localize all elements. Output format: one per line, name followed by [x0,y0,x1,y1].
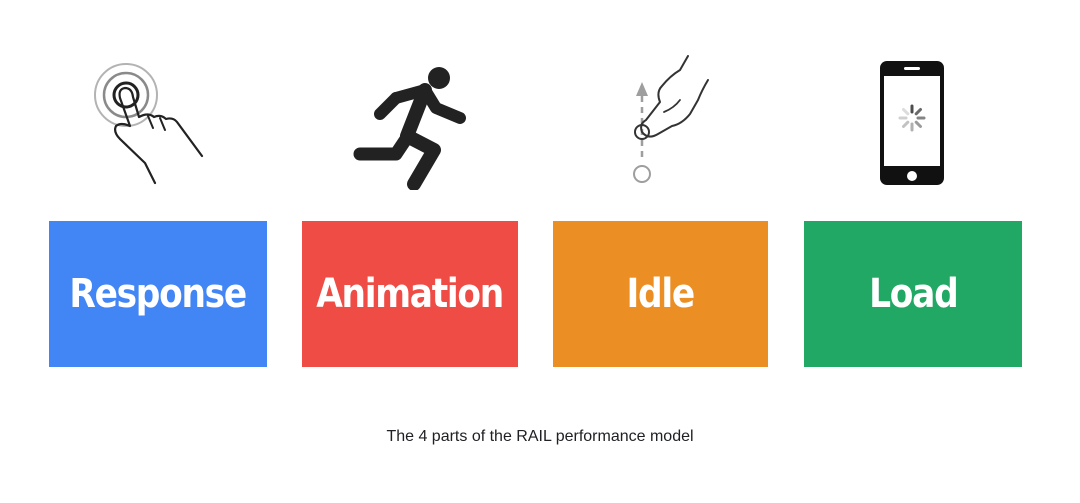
running-person-icon [353,67,466,190]
phone-loading-icon [880,61,944,185]
tile-label: Response [69,271,248,317]
tile-idle: Idle [553,221,768,367]
tile-response: Response [49,221,267,367]
touch-icon [94,63,204,185]
tile-label: Load [868,271,959,317]
tile-animation: Animation [302,221,518,367]
tile-label: Animation [316,271,505,317]
figure-caption: The 4 parts of the RAIL performance mode… [386,428,694,445]
swipe-gesture-icon [633,55,709,183]
tile-load: Load [804,221,1022,367]
tile-label: Idle [626,271,696,317]
